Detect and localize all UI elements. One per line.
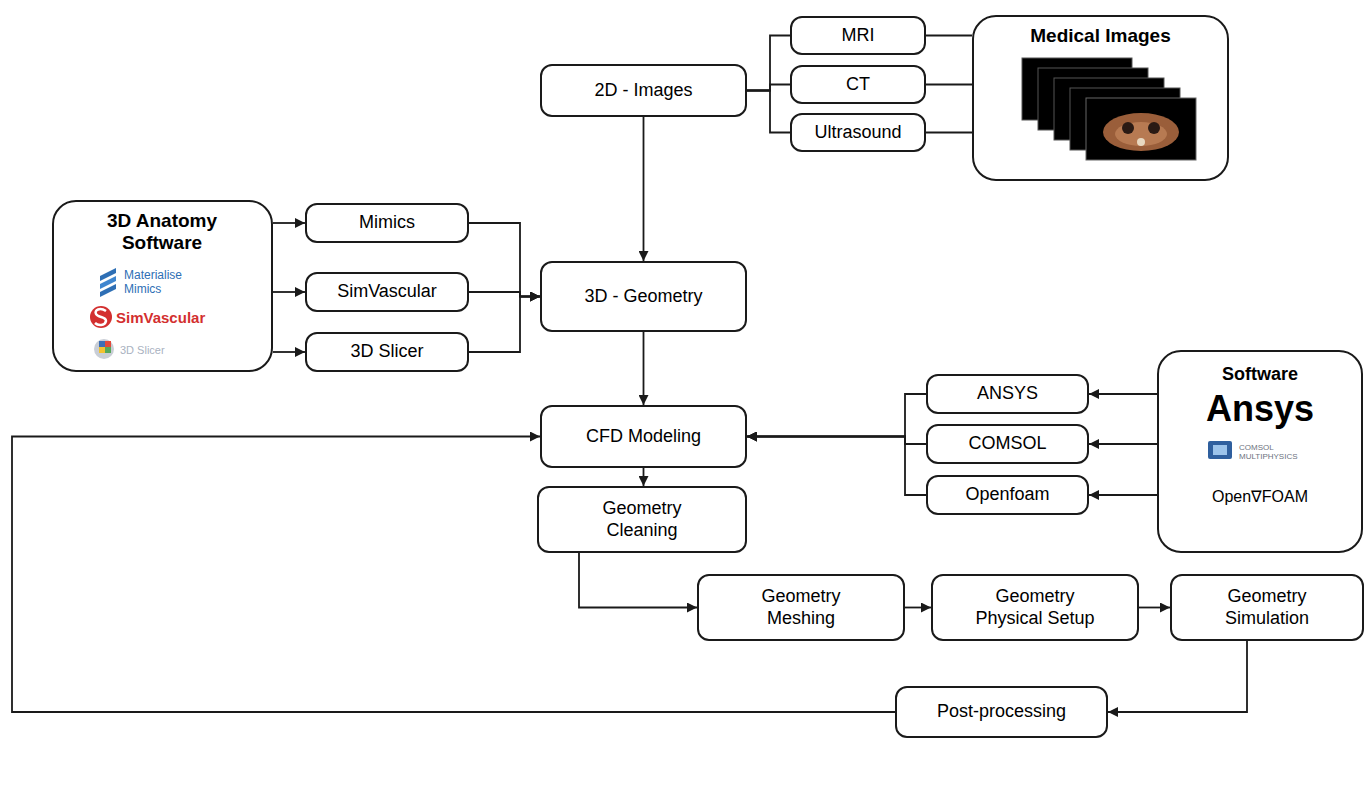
connector [905,607,931,609]
node-text: ANSYS [971,381,1044,407]
node-text: Software [1159,364,1361,385]
logo-text: Materialise Mimics [124,269,204,297]
process-box: Post-processing [895,686,1108,738]
connector [1089,393,1157,395]
process-box: MRI [790,16,926,55]
connector [926,132,972,134]
node-text: 3D Slicer [344,339,429,365]
group-box: Medical Images [972,15,1229,181]
process-box: CFD Modeling [540,405,747,468]
node-text: SimVascular [331,279,443,305]
logo-text: COMSOL MULTIPHYSICS [1239,443,1329,461]
connector [747,437,926,496]
process-box: 3D - Geometry [540,261,747,332]
connector [747,394,926,437]
simvascular-logo [90,306,112,328]
process-box: SimVascular [305,272,469,312]
node-text: Mimics [353,210,421,236]
connector [273,222,305,224]
node-text: Medical Images [974,25,1227,47]
connector [926,35,972,37]
process-box: Geometry Physical Setup [931,574,1139,641]
logo-text: Ansys [1159,388,1361,429]
connector [747,36,790,91]
connector [1139,607,1170,609]
connector [747,91,790,133]
connector [643,468,645,486]
node-text: Ultrasound [808,120,907,146]
logo-text: Open∇FOAM [1159,488,1361,506]
process-box: ANSYS [926,374,1089,414]
connector [643,332,645,405]
node-text: Geometry Physical Setup [954,584,1116,631]
connector [747,437,926,445]
connector [273,291,305,293]
node-text: 3D Anatomy Software [82,210,242,254]
comsol-logo [1208,441,1232,459]
process-box: Geometry Meshing [697,574,905,641]
connector [469,297,540,353]
node-text: CFD Modeling [580,424,707,450]
process-box: Mimics [305,203,469,243]
node-text: Geometry Meshing [735,584,867,631]
group-box: SoftwareAnsysCOMSOL MULTIPHYSICS Open∇FOA… [1157,350,1363,553]
connector [1108,641,1247,712]
node-text: Post-processing [931,699,1072,725]
node-text: COMSOL [962,431,1052,457]
process-box: 2D - Images [540,64,747,117]
connector [1089,443,1157,445]
slicer-logo [94,339,114,359]
node-text: Geometry Simulation [1201,584,1333,631]
node-text: Openfoam [959,482,1055,508]
connector [926,84,972,86]
node-text: CT [840,72,876,98]
connector [1089,494,1157,496]
node-text: Geometry Cleaning [576,496,708,543]
process-box: COMSOL [926,424,1089,464]
process-box: Geometry Simulation [1170,574,1364,641]
process-box: CT [790,65,926,104]
node-text: 3D - Geometry [578,284,708,310]
node-text: 2D - Images [588,78,698,104]
connector [579,553,697,608]
node-text: MRI [836,23,881,49]
mimics-logo [100,268,116,297]
connector [273,351,305,353]
process-box: 3D Slicer [305,332,469,372]
group-box: 3D Anatomy SoftwareMaterialise MimicsSim… [52,200,273,372]
connector [643,117,645,261]
process-box: Openfoam [926,475,1089,515]
connector [469,223,540,297]
medical-image-stack [1022,58,1196,160]
logo-text: 3D Slicer [120,344,240,357]
process-box: Geometry Cleaning [537,486,747,553]
process-box: Ultrasound [790,113,926,152]
logo-text: SimVascular [116,309,256,326]
